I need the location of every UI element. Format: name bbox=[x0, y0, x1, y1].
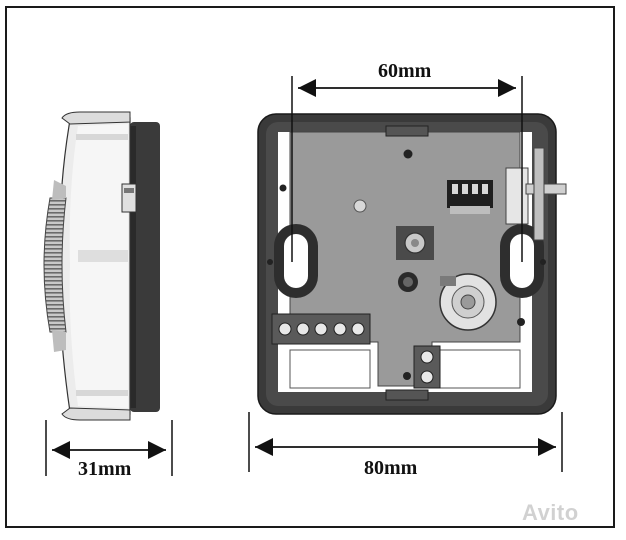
side-housing-rear bbox=[130, 122, 160, 412]
depth-dimension-label: 31mm bbox=[78, 458, 132, 480]
side-view bbox=[43, 111, 160, 421]
dimension-hole-spacing bbox=[291, 76, 523, 262]
hole-spacing-dimension-label: 60mm bbox=[378, 60, 432, 82]
dimension-depth bbox=[45, 420, 173, 476]
width-dimension-label: 80mm bbox=[364, 457, 418, 479]
slide-switch bbox=[505, 167, 529, 225]
front-view bbox=[257, 113, 567, 415]
watermark-logo: Avito bbox=[522, 500, 579, 525]
dimension-width bbox=[248, 412, 563, 472]
